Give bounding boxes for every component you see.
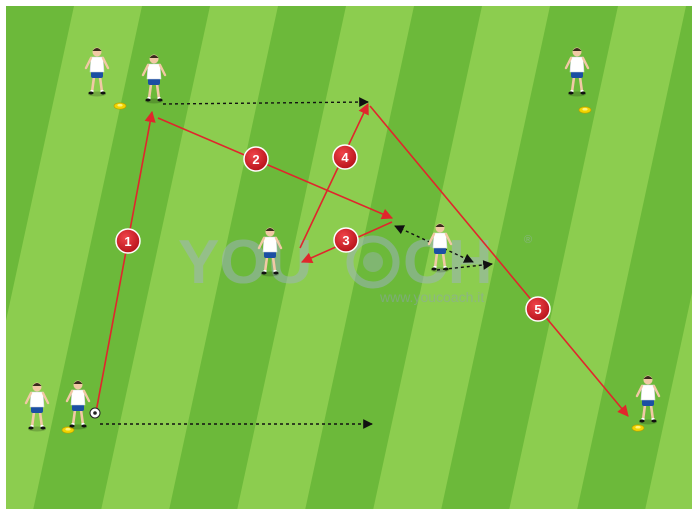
step-label: 5 xyxy=(534,302,541,317)
cone-icon xyxy=(631,424,645,432)
step-label: 3 xyxy=(342,233,349,248)
pitch-stripe xyxy=(169,6,346,509)
step-badge-1: 1 xyxy=(115,228,141,254)
football-icon xyxy=(89,407,101,419)
pitch-stripe xyxy=(441,6,618,509)
watermark-brand-you: YOU xyxy=(178,228,312,297)
step-label: 1 xyxy=(124,234,131,249)
pass-line-5 xyxy=(369,105,629,417)
step-label: 2 xyxy=(252,152,259,167)
watermark-registered-mark: ® xyxy=(524,234,532,246)
watermark-url: www.youcoach.it xyxy=(379,289,484,305)
step-label: 4 xyxy=(341,150,349,165)
pitch-stripe xyxy=(6,6,74,321)
cone-icon xyxy=(578,106,592,114)
cone-icon xyxy=(113,102,127,110)
pass-line-1 xyxy=(95,110,156,413)
pitch-stripe xyxy=(577,6,692,509)
step-badge-3: 3 xyxy=(333,227,359,253)
step-badge-5: 5 xyxy=(525,296,551,322)
step-badge-2: 2 xyxy=(243,146,269,172)
passes xyxy=(95,102,629,417)
step-badges: 1 2 3 4 5 xyxy=(115,144,551,322)
run-line xyxy=(162,97,369,107)
pass-line-4 xyxy=(299,102,369,249)
pass-line-2 xyxy=(157,117,394,220)
step-badge-4: 4 xyxy=(332,144,358,170)
